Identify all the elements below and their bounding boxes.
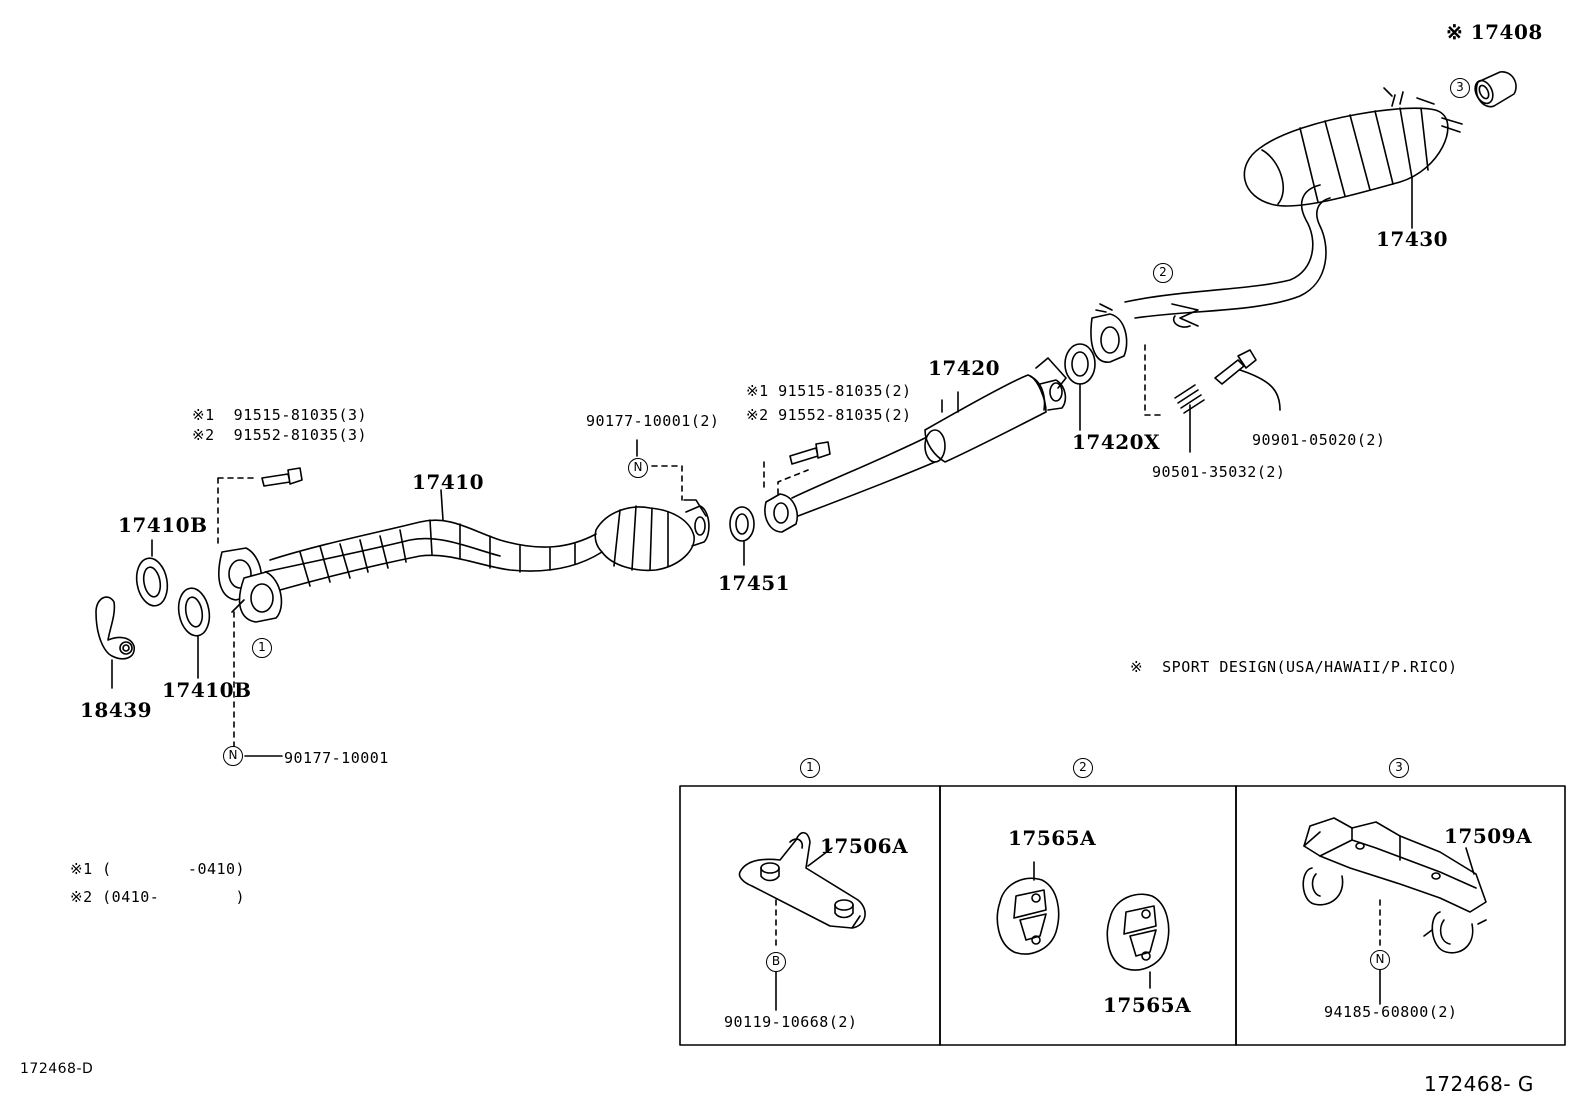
gasket-17451 [729, 506, 755, 566]
part-17430-label: 17430 [1376, 227, 1449, 251]
left-bolt [217, 467, 303, 549]
part-17565a-lower-label: 17565A [1103, 993, 1192, 1017]
bolt-rear-label: 90901-05020(2) [1252, 431, 1386, 449]
hanger-17565a-left [996, 861, 1060, 955]
center-pipe-17420 [791, 357, 1067, 517]
spring-rear-label: 90501-35032(2) [1152, 463, 1286, 481]
part-17420-label: 17420 [928, 356, 1001, 380]
part-18439-label: 18439 [80, 698, 153, 722]
detail-panels [679, 785, 1566, 1046]
hanger-17565a-right [1106, 893, 1170, 989]
part-17565a-upper-label: 17565A [1008, 826, 1097, 850]
marker-2-panel: 2 [1073, 758, 1093, 778]
marker-3-panel: 3 [1389, 758, 1409, 778]
part-17509a-label: 17509A [1444, 824, 1533, 848]
nut-left-label: 90177-10001 [284, 749, 389, 767]
bolt-left-1-label: ※1 91515-81035(3) [192, 406, 368, 424]
part-17410b-upper-label: 17410B [118, 513, 208, 537]
bolt-mid-1-label: ※1 91515-81035(2) [746, 382, 912, 400]
marker-1-main: 1 [252, 638, 272, 658]
part-17410-label: 17410 [412, 470, 485, 494]
date-note-2: ※2 (0410- ) [70, 888, 246, 906]
part-17451-label: 17451 [718, 571, 791, 595]
gasket-17410b-upper [135, 539, 169, 607]
nut-marker-cat: N [628, 458, 648, 478]
tail-pipe-tip-17408 [1474, 71, 1517, 108]
center-pipe-front-flange [764, 469, 809, 533]
bolt-marker-panel1: B [766, 952, 786, 972]
nut-marker-panel3: N [1370, 950, 1390, 970]
gasket-17420x [1064, 343, 1096, 431]
gasket-17410b-lower [177, 587, 211, 679]
bolt-panel1-label: 90119-10668(2) [724, 1013, 858, 1031]
bracket-17506a [738, 831, 866, 1011]
cat-nut-leader [651, 465, 683, 501]
bolt-mid-2-label: ※2 91552-81035(2) [746, 406, 912, 424]
part-17408-label: ※ 17408 [1446, 20, 1543, 44]
bracket-18439 [95, 596, 135, 689]
illustration-code-right: 172468- G [1424, 1072, 1534, 1096]
mid-bolt [763, 441, 831, 491]
illustration-code-left: 172468-D [20, 1061, 94, 1077]
leader-17410 [440, 489, 444, 521]
muffler-17430 [1243, 87, 1463, 207]
part-17420x-label: 17420X [1072, 430, 1161, 454]
sport-design-note: ※ SPORT DESIGN(USA/HAWAII/P.RICO) [1130, 658, 1458, 676]
nut-marker-left: N [223, 746, 243, 766]
tailpipe-section [1124, 184, 1331, 328]
marker-1-panel: 1 [800, 758, 820, 778]
rear-flange [1090, 303, 1128, 363]
date-note-1: ※1 ( -0410) [70, 860, 246, 878]
marker-3-main: 3 [1450, 78, 1470, 98]
bracket-17509a [1302, 817, 1487, 1005]
front-pipe-17410 [218, 499, 710, 623]
bolt-left-2-label: ※2 91552-81035(3) [192, 426, 368, 444]
nut-panel3-label: 94185-60800(2) [1324, 1003, 1458, 1021]
nut-cat-label: 90177-10001(2) [586, 412, 720, 430]
part-17410b-lower-label: 17410B [162, 678, 252, 702]
part-17506a-label: 17506A [820, 834, 909, 858]
rear-bolt-spring [1144, 344, 1281, 453]
marker-2-main: 2 [1153, 263, 1173, 283]
